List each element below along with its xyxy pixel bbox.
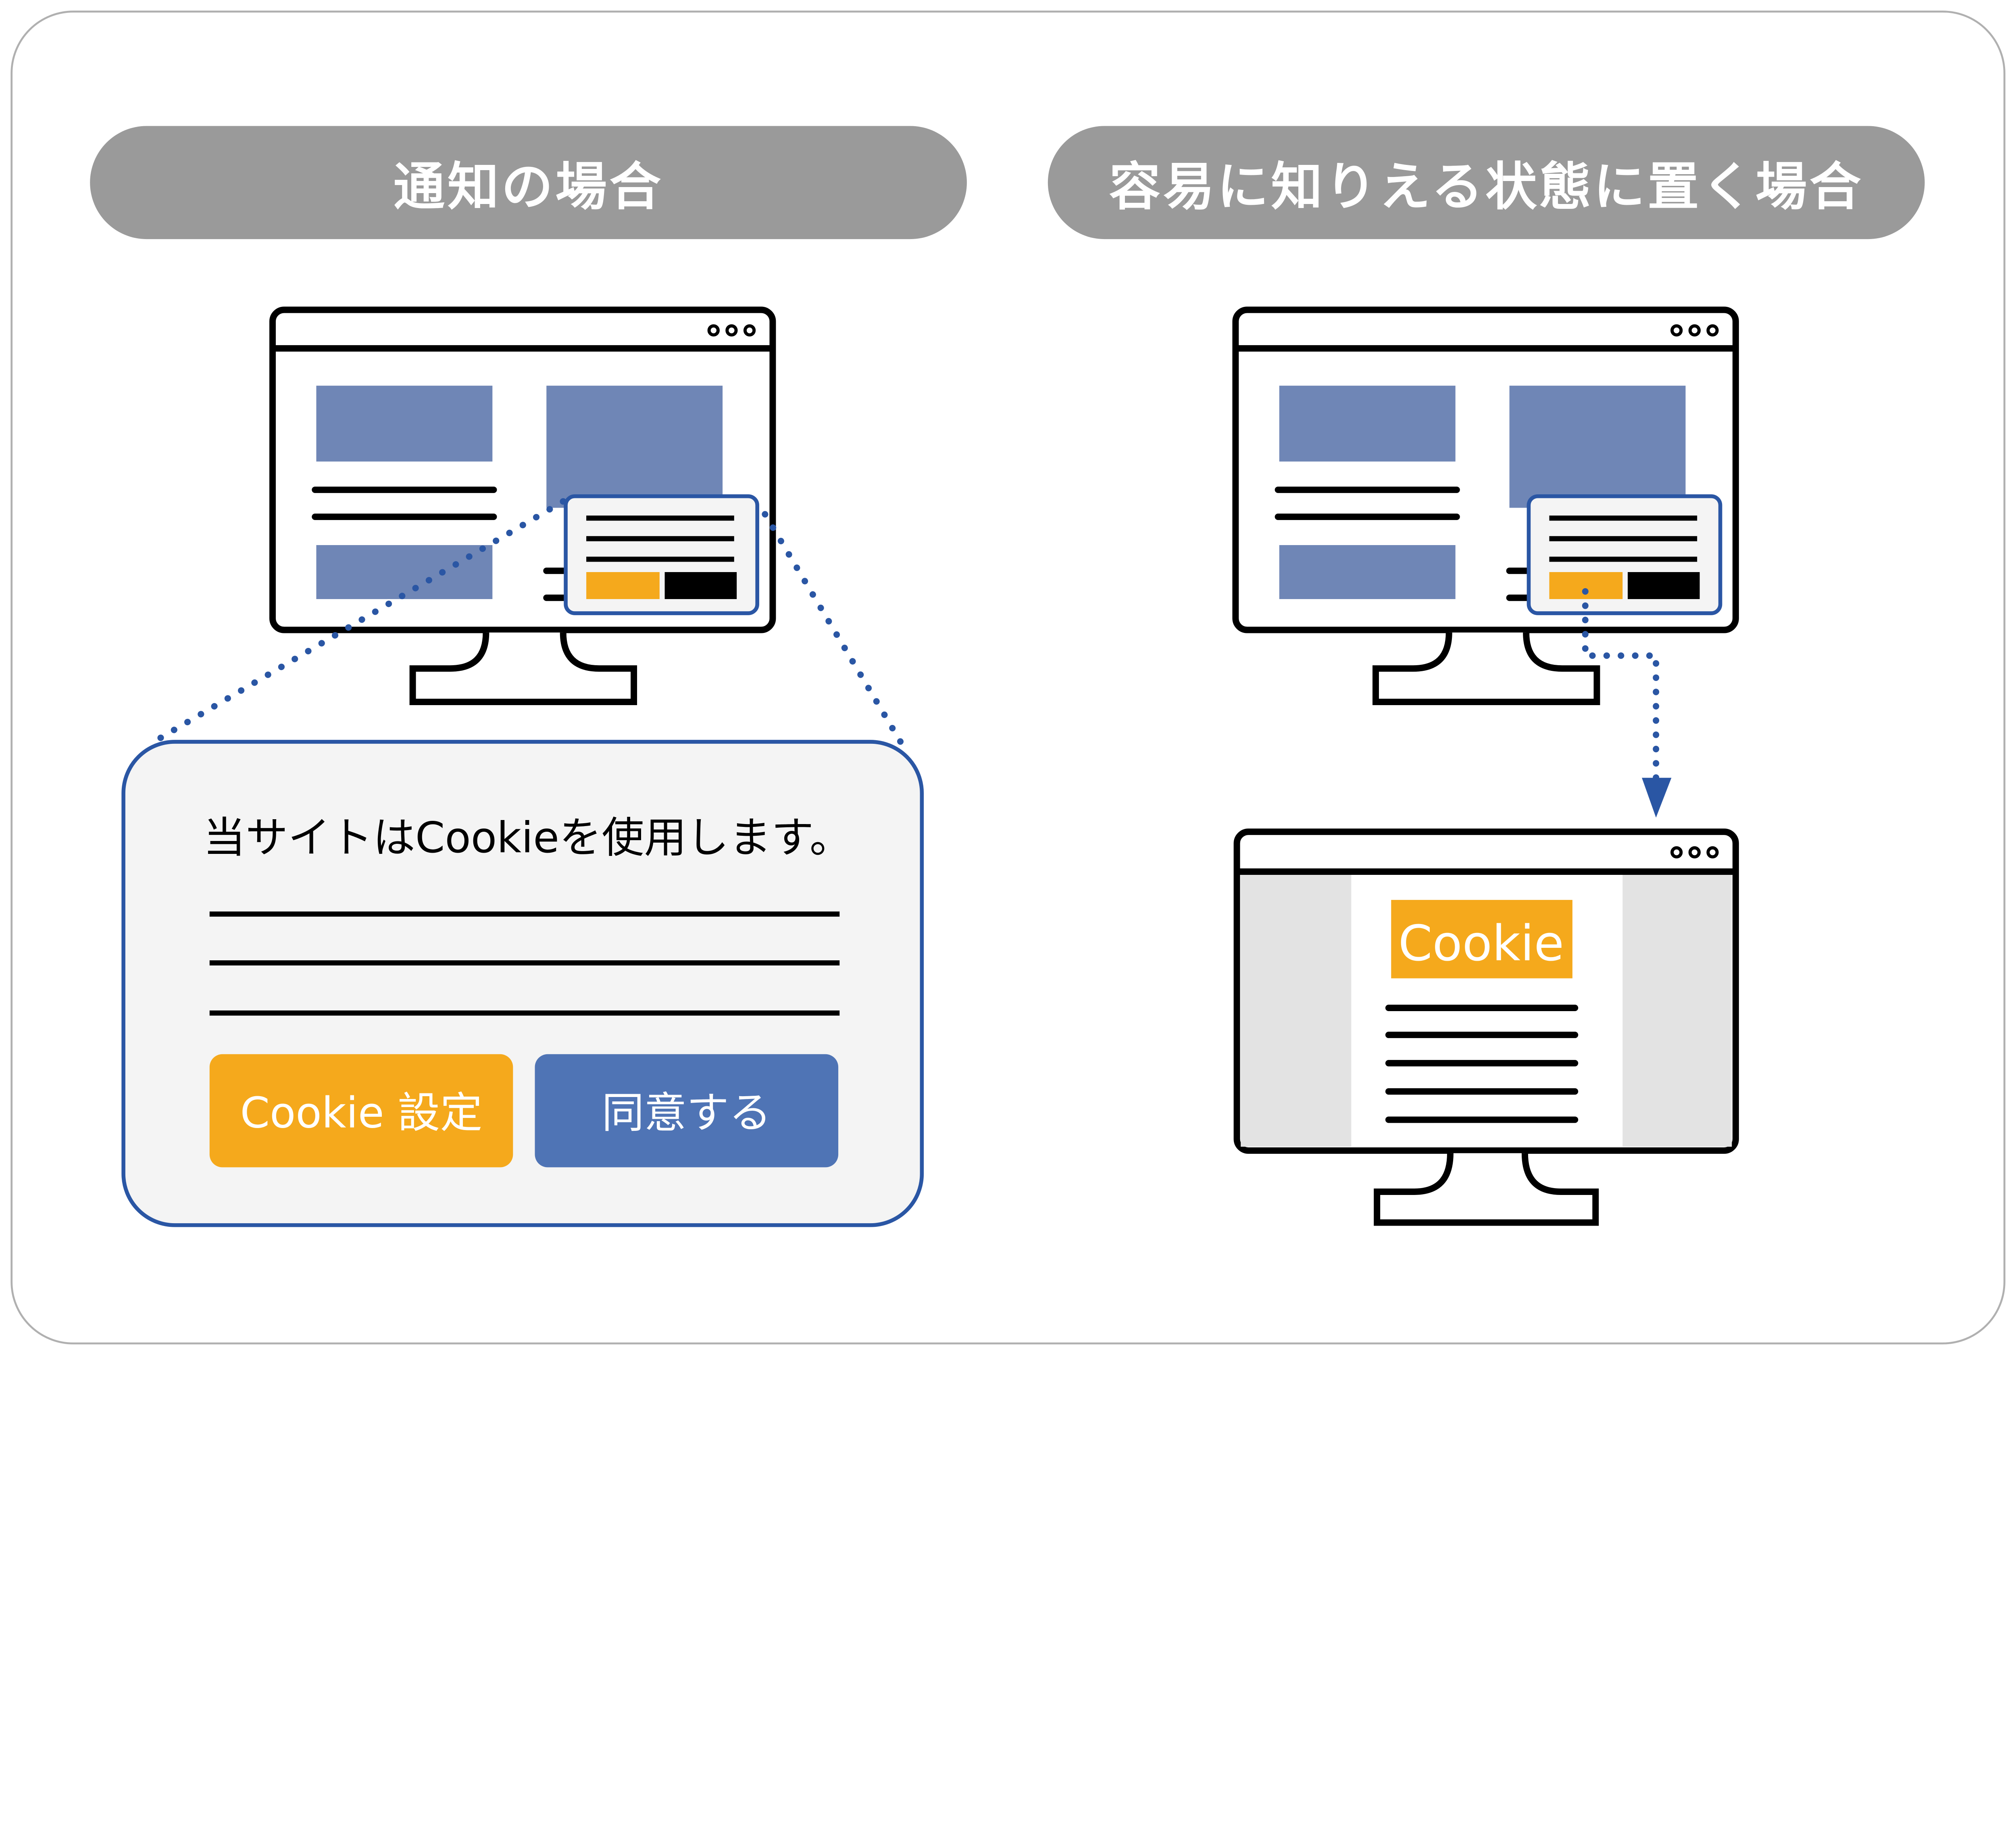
agree-label: 同意する <box>602 1088 771 1138</box>
policy-page-monitor: Cookie <box>1233 828 1739 1226</box>
diagram: 通知の場合 容易に知りえる状態に置く場合 当サイトはCookieを使用します。 … <box>10 10 2006 1345</box>
right-title-pill: 容易に知りえる状態に置く場合 <box>1048 126 1925 239</box>
cookie-banner-callout: 当サイトはCookieを使用します。 Cookie 設定 同意する <box>121 740 924 1227</box>
policy-heading-box <box>1391 900 1572 978</box>
right-title: 容易に知りえる状態に置く場合 <box>1109 157 1864 217</box>
left-title-pill: 通知の場合 <box>90 126 967 239</box>
left-title: 通知の場合 <box>394 157 664 217</box>
agree-button[interactable]: 同意する <box>535 1054 839 1168</box>
banner-message: 当サイトはCookieを使用します。 <box>203 813 852 862</box>
cookie-settings-button[interactable]: Cookie 設定 <box>209 1054 513 1168</box>
link-arrow-path <box>1582 588 1660 781</box>
cookie-settings-label: Cookie 設定 <box>240 1088 483 1138</box>
zoom-line-right <box>762 511 905 747</box>
arrow-head-icon <box>1642 778 1672 818</box>
zoom-line-left <box>148 498 566 747</box>
policy-heading: Cookie <box>1398 915 1564 972</box>
